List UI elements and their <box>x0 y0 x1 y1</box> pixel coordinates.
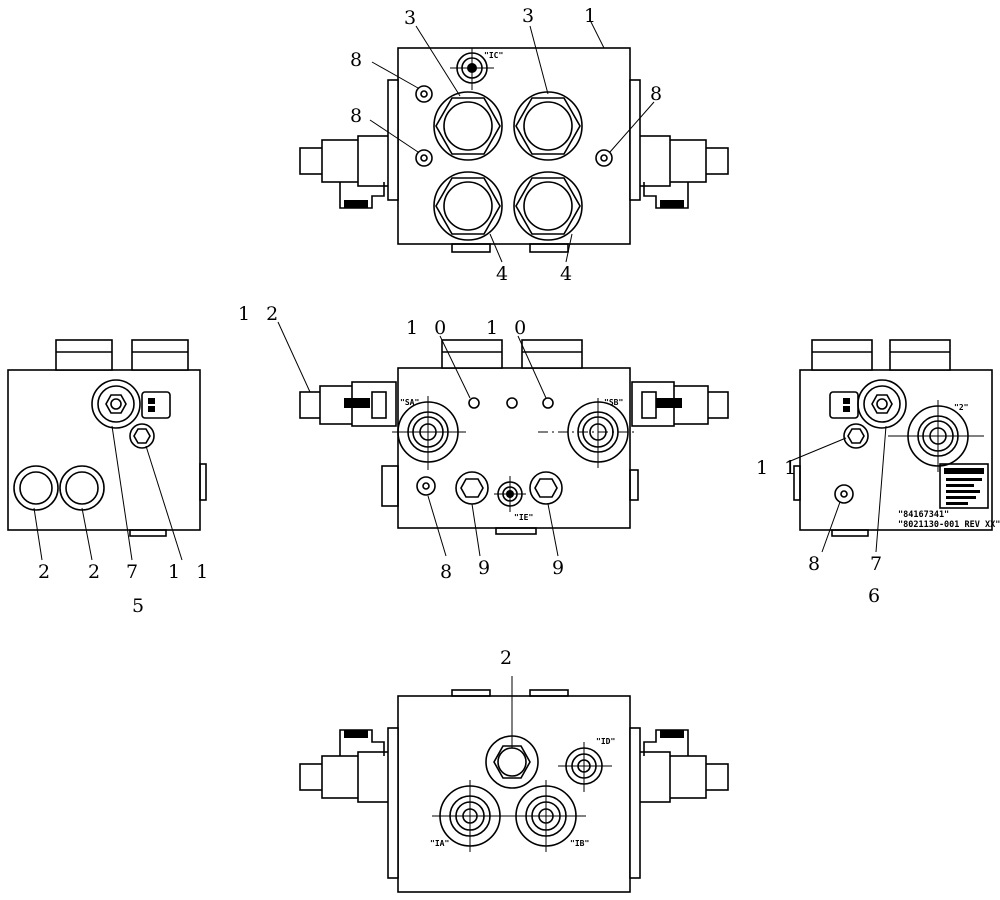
callout-8: 8 <box>350 105 367 127</box>
port-tag-ic: "IC" <box>484 51 503 60</box>
port-2 <box>888 400 984 472</box>
port-tag-ia: "IA" <box>430 839 449 848</box>
port-tag-sa: "SA" <box>400 398 419 407</box>
top-view: "IC" <box>299 5 729 285</box>
port-sa <box>392 396 466 470</box>
plug-4-left <box>433 171 503 241</box>
nameplate-revision: "8021130-001 REV XX" <box>898 520 1000 530</box>
port-tag-ie: "IE" <box>514 513 533 522</box>
callout-8: 8 <box>350 49 367 71</box>
callout-7: 7 <box>870 553 887 575</box>
center-front-view: "SA" "SB" "IE" <box>238 303 729 583</box>
port-ia <box>432 780 510 852</box>
callout-8: 8 <box>650 83 667 105</box>
nameplate-part-number: "84167341" <box>898 510 949 520</box>
callout-10: 1 0 <box>406 317 451 339</box>
small-plug-8 <box>415 85 613 167</box>
plug-3-right <box>513 91 583 161</box>
port-tag-2: "2" <box>954 403 968 412</box>
callout-4: 4 <box>496 263 513 285</box>
callout-2: 2 <box>500 647 517 669</box>
callout-12: 1 2 <box>238 303 283 325</box>
port-ic <box>450 48 494 90</box>
port-ib <box>506 780 586 852</box>
callout-1: 1 <box>584 5 601 27</box>
callout-11: 1 1 <box>756 457 801 479</box>
solenoid-right <box>629 79 729 209</box>
callout-8: 8 <box>808 553 825 575</box>
port-tag-sb: "SB" <box>604 398 623 407</box>
port-id <box>558 742 612 792</box>
right-side-view: "2" "84167341" "8021130-001 REV XX" 1 1 … <box>756 339 1000 607</box>
plug-4-right <box>513 171 583 241</box>
leader-lines-top <box>369 19 655 263</box>
view-label-5: 5 <box>132 595 149 617</box>
solenoid-left <box>299 381 397 427</box>
callout-7: 7 <box>126 561 143 583</box>
callout-2: 2 <box>38 561 55 583</box>
callout-9: 9 <box>478 557 495 579</box>
port-sb <box>538 398 636 468</box>
port-tag-ib: "IB" <box>570 839 589 848</box>
solenoid-left <box>299 727 399 879</box>
solenoid-left <box>299 79 399 209</box>
solenoid-right <box>631 381 729 427</box>
callout-4: 4 <box>560 263 577 285</box>
callout-8: 8 <box>440 561 457 583</box>
plug-7-left <box>91 379 141 429</box>
callout-10: 1 0 <box>486 317 531 339</box>
bottom-view: "ID" "IA" "IB" 2 <box>299 647 729 893</box>
left-side-view: 2 2 7 1 1 5 <box>7 339 213 617</box>
plug-3-left <box>433 91 503 161</box>
callout-9: 9 <box>552 557 569 579</box>
nameplate <box>939 463 989 509</box>
port-tag-id: "ID" <box>596 737 615 746</box>
solenoid-right <box>629 727 729 879</box>
callout-2: 2 <box>88 561 105 583</box>
callout-3: 3 <box>522 5 539 27</box>
callout-11: 1 1 <box>168 561 213 583</box>
callout-3: 3 <box>404 7 421 29</box>
view-label-6: 6 <box>868 585 885 607</box>
port-ie <box>494 476 526 512</box>
